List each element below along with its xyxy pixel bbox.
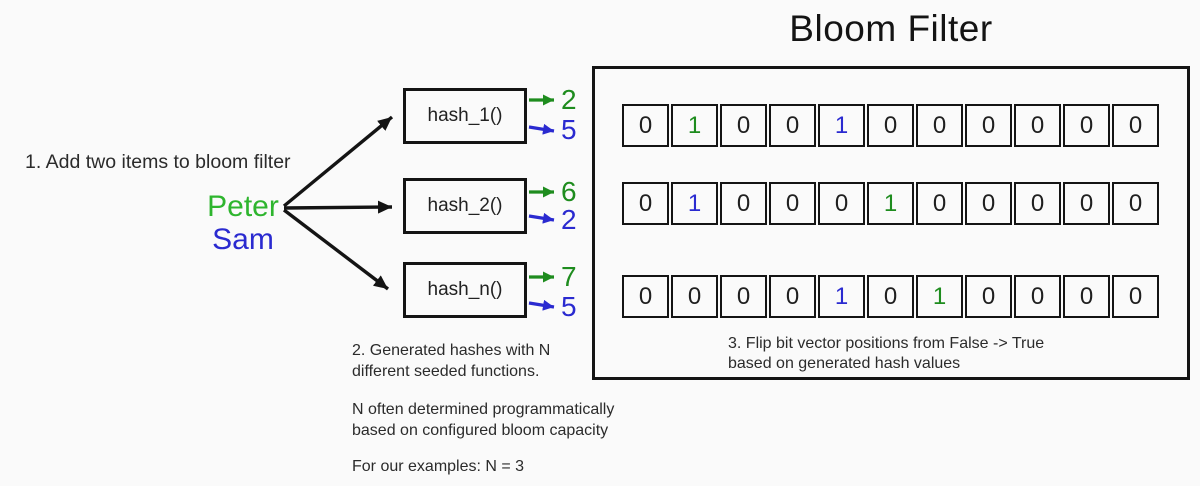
hash1-box: hash_1() <box>403 88 527 144</box>
bit-cell: 1 <box>916 275 963 318</box>
arrow-items-to-hash2 <box>283 200 393 214</box>
bit-cell: 0 <box>867 275 914 318</box>
arrow-items-to-hashn <box>282 208 390 291</box>
bit-cell: 1 <box>671 104 718 147</box>
bit-cell: 1 <box>818 104 865 147</box>
hash2-box: hash_2() <box>403 178 527 234</box>
examples-label: For our examples: N = 3 <box>352 458 525 475</box>
hashn-sam-output: 5 <box>561 291 577 322</box>
bit-cell: 0 <box>1014 182 1061 225</box>
step3-label: 3. Flip bit vector positions from False … <box>728 334 1044 374</box>
step3-line2: based on generated hash values <box>728 355 961 372</box>
bit-cell: 0 <box>1112 104 1159 147</box>
bit-cell: 0 <box>769 275 816 318</box>
bit-cell: 0 <box>965 182 1012 225</box>
bit-cell: 1 <box>867 182 914 225</box>
arrow-hash2-blue-output <box>528 212 555 224</box>
item-peter: Peter <box>207 190 279 223</box>
step2-line2: different seeded functions. <box>352 363 540 380</box>
hash2-peter-output: 6 <box>561 176 577 207</box>
hash2-label: hash_2() <box>427 195 503 216</box>
bit-cell: 0 <box>1063 182 1110 225</box>
hashn-peter-output: 7 <box>561 261 577 292</box>
bit-cell: 0 <box>769 104 816 147</box>
arrow-hashn-blue-output <box>528 299 555 311</box>
bit-cell: 0 <box>622 275 669 318</box>
bit-cell: 0 <box>671 275 718 318</box>
bit-cell: 0 <box>720 182 767 225</box>
bit-cell: 0 <box>965 104 1012 147</box>
bit-cell: 0 <box>1063 104 1110 147</box>
hash2-sam-output: 2 <box>561 204 577 235</box>
hashn-box: hash_n() <box>403 262 527 318</box>
hash1-sam-output: 5 <box>561 114 577 145</box>
hashn-label: hash_n() <box>427 279 503 300</box>
step2-line1: 2. Generated hashes with N <box>352 342 551 359</box>
arrow-items-to-hash1 <box>282 115 394 208</box>
bit-cell: 1 <box>818 275 865 318</box>
bit-cell: 0 <box>1014 275 1061 318</box>
bit-cell: 0 <box>818 182 865 225</box>
bit-cell: 1 <box>671 182 718 225</box>
bit-cell: 0 <box>622 104 669 147</box>
note-line2: based on configured bloom capacity <box>352 422 609 439</box>
item-names: Peter Sam <box>196 190 290 256</box>
hash1-peter-output: 2 <box>561 84 577 115</box>
bit-cell: 0 <box>720 275 767 318</box>
hash1-label: hash_1() <box>427 105 503 126</box>
step1-label: 1. Add two items to bloom filter <box>25 151 291 173</box>
arrow-hash1-blue-output <box>528 123 555 135</box>
bit-cell: 0 <box>867 104 914 147</box>
bit-cell: 0 <box>965 275 1012 318</box>
bit-cell: 0 <box>769 182 816 225</box>
bit-cell: 0 <box>916 104 963 147</box>
item-sam: Sam <box>212 223 274 256</box>
step2-label: 2. Generated hashes with N different see… <box>352 340 550 382</box>
bit-cell: 0 <box>720 104 767 147</box>
bit-cell: 0 <box>916 182 963 225</box>
bit-cell: 0 <box>1063 275 1110 318</box>
bit-cell: 0 <box>1014 104 1061 147</box>
n-note-label: N often determined programmatically base… <box>352 399 614 441</box>
diagram-title: Bloom Filter <box>789 8 993 49</box>
bit-cell: 0 <box>622 182 669 225</box>
bit-cell: 0 <box>1112 275 1159 318</box>
note-line1: N often determined programmatically <box>352 401 615 418</box>
step3-line1: 3. Flip bit vector positions from False … <box>728 335 1045 352</box>
bit-cell: 0 <box>1112 182 1159 225</box>
